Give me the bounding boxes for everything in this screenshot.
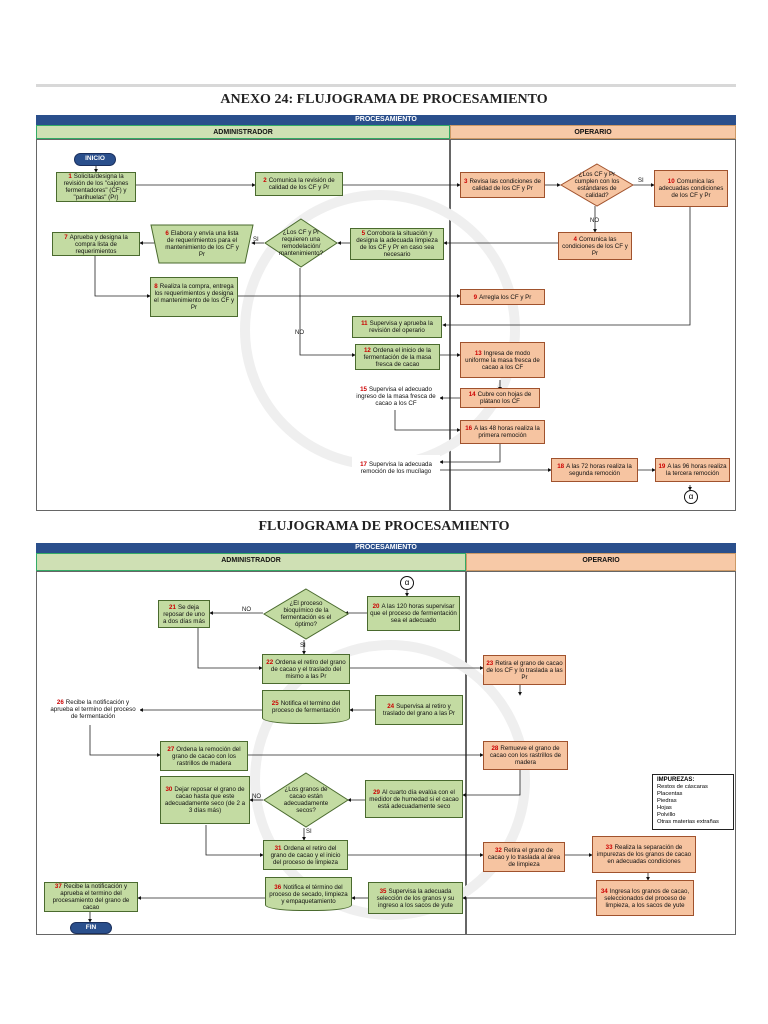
page1-lane-operario-header: OPERARIO — [450, 125, 736, 139]
impurezas-item: Polvillo — [657, 812, 676, 818]
decision-cumplen — [560, 163, 634, 207]
decision-cumplen-text: ¿Los CF y Pr cumplen con los estándares … — [574, 171, 620, 199]
page1-lane-admin-header: ADMINISTRADOR — [36, 125, 450, 139]
label-no-4: NO — [252, 794, 261, 800]
decision-optimo — [263, 588, 349, 640]
label-si-1: SI — [638, 178, 644, 184]
label-si-3: SI — [300, 643, 306, 649]
page2-section-header: PROCESAMIENTO — [36, 543, 736, 553]
page2-title: FLUJOGRAMA DE PROCESAMIENTO — [258, 519, 510, 534]
impurezas-item: Restos de cáscaras — [657, 784, 708, 790]
impurezas-item: Piedras — [657, 798, 677, 804]
label-no-3: NO — [242, 607, 251, 613]
label-no-2: NO — [295, 330, 304, 336]
impurezas-item: Placentas — [657, 791, 683, 797]
page1-title: ANEXO 24: FLUJOGRAMA DE PROCESAMIENTO — [220, 92, 548, 107]
impurezas-legend: IMPUREZAS: Restos de cáscaras Placentas … — [652, 774, 734, 830]
decision-secos — [263, 772, 349, 828]
page2-lane-operario-header: OPERARIO — [466, 553, 736, 571]
impurezas-item: Otras materias extrañas — [657, 819, 719, 825]
label-no-1: NO — [590, 218, 599, 224]
decision-optimo-text: ¿El proceso bioquímico de la fermentació… — [280, 600, 332, 628]
page2-lane-admin-header: ADMINISTRADOR — [36, 553, 466, 571]
start-terminal: INICIO — [74, 153, 116, 166]
decision-remodelacion-text: ¿Los CF y Pr requieren una remodelación/… — [278, 229, 324, 257]
label-si-2: SI — [253, 237, 259, 243]
step-6-shape — [150, 224, 254, 264]
decision-remodelacion — [264, 218, 338, 268]
impurezas-title: IMPUREZAS: — [657, 777, 695, 783]
top-divider — [36, 84, 736, 87]
connector-alpha-in: α — [400, 576, 414, 590]
label-si-4: SI — [306, 829, 312, 835]
connector-alpha-out: α — [684, 490, 698, 504]
watermark-seal-2 — [250, 640, 530, 920]
decision-secos-text: ¿Los granos de cacao están adecuadamente… — [283, 786, 329, 814]
end-terminal: FIN — [70, 922, 112, 934]
impurezas-item: Hojas — [657, 805, 672, 811]
page1-section-header: PROCESAMIENTO — [36, 115, 736, 125]
